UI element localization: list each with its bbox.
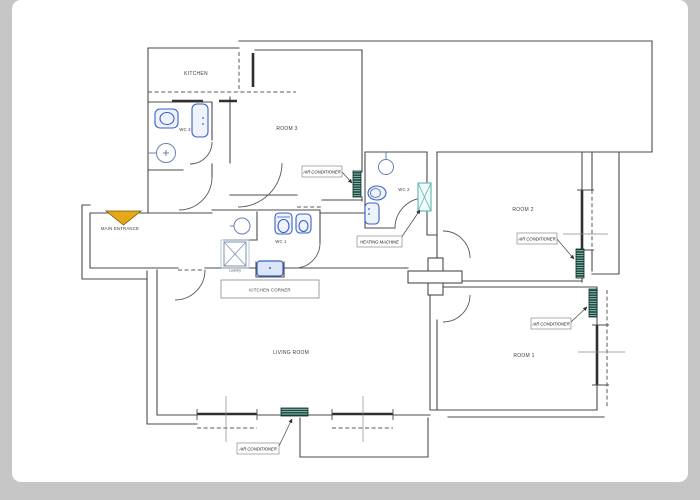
door-arc-living [174, 269, 206, 301]
callout-ac-room3: AIR CONDITIONER [301, 165, 353, 184]
callout-heating: HEATING MACHINE [356, 209, 421, 248]
leader-line [278, 418, 293, 447]
wall-room3 [229, 49, 363, 202]
laundry-outer [220, 239, 250, 269]
wall-right-balcony [436, 151, 653, 275]
wc1-fixtures [230, 212, 312, 277]
laundry-label: Laundry [229, 269, 241, 273]
faucet-dot [269, 267, 271, 269]
faucet-dot [368, 213, 370, 215]
main-entrance-label: MAIN ENTRANCE [101, 226, 139, 231]
wc3-fixtures [148, 103, 209, 163]
door-arc-room1 [442, 294, 471, 323]
door-arc-hall [178, 176, 213, 211]
ac-room1-label: AIR CONDITIONER [531, 322, 569, 327]
entrance-arrow-icon [104, 210, 143, 226]
air-conditioner-units [280, 170, 598, 417]
leader-line [556, 238, 575, 260]
kitchen-corner-frame [220, 279, 320, 299]
wall-balcony-bottom [299, 417, 429, 458]
laundry-unit: Laundry [220, 239, 250, 273]
bidet-bowl-icon [298, 219, 309, 233]
room3-label: ROOM 3 [276, 126, 297, 132]
heating-machine-unit [417, 182, 432, 212]
kitchen-corner-box: KITCHEN CORNER [220, 279, 320, 299]
drawing-sheet [12, 0, 688, 482]
wc2-label: WC 2 [398, 187, 410, 192]
door-arc-room3 [237, 162, 283, 208]
wall-corridor-outer [81, 204, 148, 280]
door-arc-room2 [442, 230, 471, 259]
callout-ac-room1: AIR CONDITIONER [530, 306, 588, 330]
sink-icon [191, 103, 209, 138]
wc1-label: WC 1 [275, 239, 287, 244]
toilet-bowl-icon [159, 111, 175, 126]
door-arc-wc3 [189, 141, 213, 165]
window-center-lines [225, 233, 625, 442]
callout-box [356, 235, 403, 248]
callout-box [530, 317, 572, 330]
room-labels: KITCHEN WC 3 ROOM 3 WC 2 ROOM 2 MAIN ENT… [101, 71, 534, 359]
shower-stub [148, 150, 169, 156]
doors [174, 141, 471, 323]
wc3-label: WC 3 [179, 127, 191, 132]
ac-unit-room3-icon [352, 170, 362, 198]
callout-box [516, 232, 558, 245]
laundry-x [223, 241, 247, 267]
room1-label: ROOM 1 [513, 353, 534, 359]
faucet-dot [202, 117, 204, 119]
heating-machine-label: HEATING MACHINE [360, 240, 399, 245]
toilet-bowl-icon [277, 218, 290, 234]
leader-line [570, 306, 588, 323]
sink-basin [370, 188, 381, 198]
kitchen-label: KITCHEN [184, 71, 208, 77]
callout-box [236, 442, 280, 455]
leader-line [400, 209, 421, 239]
wall-outer-top [238, 40, 653, 153]
callout-box [301, 165, 343, 178]
faucet-dot [202, 123, 204, 125]
leader-line [341, 171, 353, 184]
windows [172, 53, 625, 442]
kitchen-corner-label: KITCHEN CORNER [249, 288, 290, 293]
ac-room3-label: AIR CONDITIONER [302, 170, 340, 175]
callout-ac-room2: AIR CONDITIONER [516, 232, 575, 260]
living-room-label: LIVING ROOM [273, 350, 309, 356]
wall-divider-room2-room1 [442, 280, 598, 288]
ac-unit-room2-icon [575, 248, 585, 279]
wall-pier-horizontal [407, 270, 463, 284]
ac-unit-living-icon [280, 407, 309, 417]
bidet-icon [364, 202, 380, 225]
door-arc-wc1 [294, 242, 321, 269]
room2-label: ROOM 2 [512, 207, 533, 213]
ac-unit-room1-icon [588, 288, 598, 318]
wall-kitchen [147, 47, 240, 214]
heating-machine-x [417, 182, 432, 212]
faucet-dot [368, 208, 370, 210]
ac-room2-label: AIR CONDITIONER [517, 237, 555, 242]
window-end-ticks [196, 189, 609, 420]
ac-living-label: AIR CONDITIONER [238, 447, 276, 452]
wc2-fixtures [364, 152, 394, 225]
callout-ac-living: AIR CONDITIONER [236, 418, 293, 455]
